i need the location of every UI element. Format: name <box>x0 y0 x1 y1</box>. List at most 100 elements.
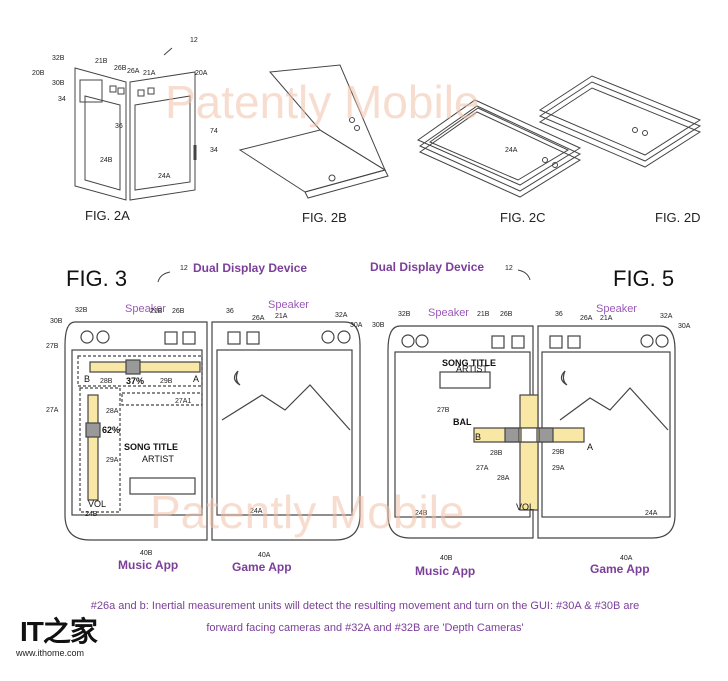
ref-27a-fig3: 27A <box>46 407 59 414</box>
ref-34: 34 <box>58 96 66 103</box>
arrow-12-fig3 <box>157 271 171 283</box>
ref-29b-fig5: 29B <box>552 449 565 456</box>
ref-30a-fig3: 30A <box>350 322 363 329</box>
ref-21a-fig3: 21A <box>275 313 288 320</box>
dual-display-label-right: Dual Display Device <box>370 260 484 274</box>
arrow-12-fig5 <box>517 269 531 281</box>
ref-29a-fig3: 29A <box>106 457 119 464</box>
ref-30b: 30B <box>52 80 65 87</box>
artist-fig3: ARTIST <box>142 454 174 464</box>
ref-12-fig3: 12 <box>180 265 188 272</box>
ref-21a: 21A <box>143 70 156 77</box>
ref-21b-fig3: 21B <box>150 308 163 315</box>
ref-27b-fig3: 27B <box>46 343 59 350</box>
fig-5-device <box>387 325 676 539</box>
song-title-fig3: SONG TITLE <box>124 442 178 452</box>
ref-21b-fig5: 21B <box>477 311 490 318</box>
game-app-label-right: Game App <box>590 562 650 576</box>
ref-74: 74 <box>210 128 218 135</box>
balance-a-label: A <box>193 374 199 384</box>
fig-3-device <box>64 321 361 541</box>
ref-24b-fig5: 24B <box>415 510 428 517</box>
ref-34b: 34 <box>210 147 218 154</box>
speaker-label-right-b: Speaker <box>428 307 469 319</box>
ref-24b-fig3: 24B <box>85 511 98 518</box>
volume-percent: 62% <box>102 425 120 435</box>
ref-28a-fig5: 28A <box>497 475 510 482</box>
ref-26b-fig5: 26B <box>500 311 513 318</box>
caption-line-1: #26a and b: Inertial measurement units w… <box>90 600 640 612</box>
ref-26b-fig3: 26B <box>172 308 185 315</box>
fig-2b-label: FIG. 2B <box>302 210 347 225</box>
ref-24a-fig5: 24A <box>645 510 658 517</box>
ref-30b-fig3: 30B <box>50 318 63 325</box>
ref-32b-fig5: 32B <box>398 311 411 318</box>
music-app-label-right: Music App <box>415 564 475 578</box>
music-app-label-left: Music App <box>118 558 178 572</box>
ref-40b-fig3: 40B <box>140 550 153 557</box>
fig5-a-label: A <box>587 442 593 452</box>
ref-28b-fig3: 28B <box>100 378 113 385</box>
ref-24a-fig3: 24A <box>250 508 263 515</box>
watermark-bottom: Patently Mobile <box>150 486 465 538</box>
ref-40b-fig5: 40B <box>440 555 453 562</box>
ref-26a-fig5: 26A <box>580 315 593 322</box>
ref-40a-fig3: 40A <box>258 552 271 559</box>
fig-5-refs: 32B 30B 21B 26B 36 26A 21A 32A 30A 27B 2… <box>372 311 691 562</box>
ref-28b-fig5: 28B <box>490 450 503 457</box>
ref-20b: 20B <box>32 70 45 77</box>
dual-display-label-left: Dual Display Device <box>193 261 307 275</box>
speaker-label-left-a: Speaker <box>268 299 309 311</box>
ref-30b-fig5: 30B <box>372 322 385 329</box>
ref-29a-fig5: 29A <box>552 465 565 472</box>
ithome-logo: IT之家 www.ithome.com <box>16 610 106 670</box>
speaker-label-right-a: Speaker <box>596 303 637 315</box>
bal-label: BAL <box>453 417 472 427</box>
ithome-logo-mark: IT之家 <box>20 616 98 647</box>
fig5-b-label: B <box>475 432 481 442</box>
caption-line-2: forward facing cameras and #32A and #32B… <box>206 622 524 634</box>
watermark-top: Patently Mobile <box>165 76 480 128</box>
ref-27b-fig5: 27B <box>437 407 450 414</box>
fig-2a-refs: 12 32B 20B 30B 34 21B 26B 26A 21A 20A 36… <box>32 37 218 180</box>
ref-36-fig5: 36 <box>555 311 563 318</box>
fig-2b-drawing <box>238 64 389 199</box>
ref-32b: 32B <box>52 55 65 62</box>
ref-12: 12 <box>190 37 198 44</box>
fig-2c-drawing <box>416 99 582 198</box>
ref-36-fig3: 36 <box>226 308 234 315</box>
ref-27a1-fig3: 27A1 <box>175 398 191 405</box>
fig-2d-drawing <box>538 75 702 168</box>
ithome-url: www.ithome.com <box>16 648 85 658</box>
fig-3-label: FIG. 3 <box>66 266 127 291</box>
fig-5-label: FIG. 5 <box>613 266 674 291</box>
fig-3-refs: 32B 30B 21B 26B 36 26A 21A 32A 30A 27B 2… <box>46 307 363 559</box>
song-title-fig5: SONG TITLE <box>442 358 496 368</box>
ref-27a-fig5: 27A <box>476 465 489 472</box>
ref-30a-fig5: 30A <box>678 323 691 330</box>
ref-24a-2c: 24A <box>505 147 518 154</box>
ref-21a-fig5: 21A <box>600 315 613 322</box>
ref-21b: 21B <box>95 58 108 65</box>
fig5-vol-label: VOL <box>516 502 534 512</box>
balance-b-label: B <box>84 374 90 384</box>
ref-12-fig5: 12 <box>505 265 513 272</box>
vol-label: VOL <box>88 499 106 509</box>
game-app-label-left: Game App <box>232 560 292 574</box>
ref-29b-fig3: 29B <box>160 378 173 385</box>
ref-40a-fig5: 40A <box>620 555 633 562</box>
fig-2d-label: FIG. 2D <box>655 210 701 225</box>
ref-20a: 20A <box>195 70 208 77</box>
balance-percent: 37% <box>126 376 144 386</box>
fig-2a-label: FIG. 2A <box>85 208 130 223</box>
ref-32a-fig3: 32A <box>335 312 348 319</box>
speaker-label-left-b: Speaker <box>125 303 166 315</box>
fig-2a-drawing <box>74 47 197 201</box>
ref-26b: 26B <box>114 65 127 72</box>
ref-28a-fig3: 28A <box>106 408 119 415</box>
ref-32b-fig3: 32B <box>75 307 88 314</box>
ref-26a-fig3: 26A <box>252 315 265 322</box>
artist-fig5: ARTIST <box>456 364 488 374</box>
ref-26a: 26A <box>127 68 140 75</box>
